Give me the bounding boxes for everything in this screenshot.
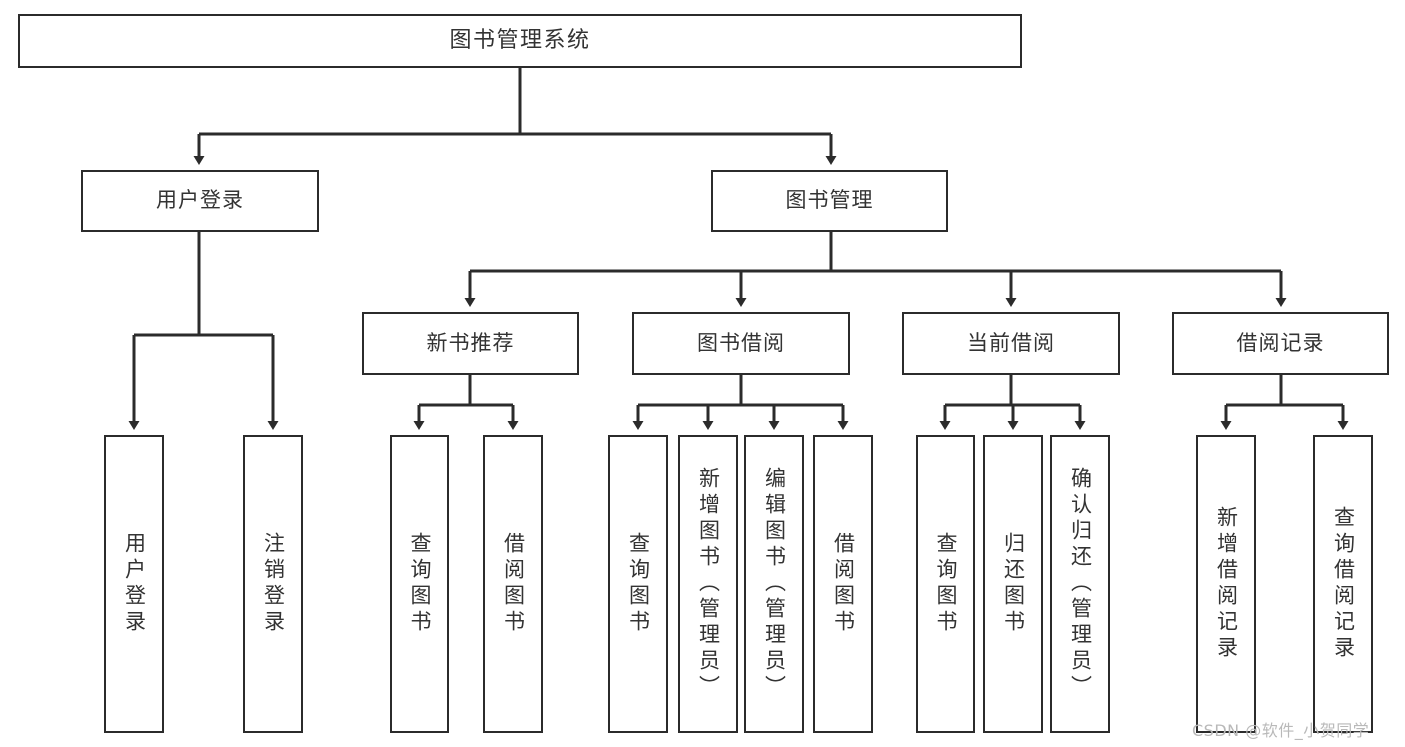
node-label: 注销登录 (261, 532, 286, 636)
leaf-query-book-borrow[interactable]: 查询图书 (608, 435, 668, 733)
leaf-query-book-current[interactable]: 查询图书 (916, 435, 975, 733)
leaf-logout[interactable]: 注销登录 (243, 435, 303, 733)
leaf-confirm-return-admin[interactable]: 确认归还（管理员） (1050, 435, 1110, 733)
node-borrow-record[interactable]: 借阅记录 (1172, 312, 1389, 375)
node-label: 借阅图书 (831, 532, 856, 636)
node-root[interactable]: 图书管理系统 (18, 14, 1022, 68)
leaf-return-book[interactable]: 归还图书 (983, 435, 1043, 733)
leaf-add-book-admin[interactable]: 新增图书（管理员） (678, 435, 738, 733)
leaf-user-login[interactable]: 用户登录 (104, 435, 164, 733)
node-label: 新书推荐 (426, 330, 515, 355)
node-label: 确认归还（管理员） (1068, 467, 1093, 701)
node-label: 查询图书 (934, 532, 958, 636)
node-user-login[interactable]: 用户登录 (81, 170, 319, 232)
node-label: 用户登录 (122, 532, 147, 636)
leaf-edit-book-admin[interactable]: 编辑图书（管理员） (744, 435, 804, 733)
node-label: 新增图书（管理员） (696, 467, 721, 701)
leaf-query-book-recommend[interactable]: 查询图书 (390, 435, 449, 733)
node-label: 查询借阅记录 (1331, 506, 1356, 662)
node-new-book-recommend[interactable]: 新书推荐 (362, 312, 579, 375)
node-label: 用户登录 (156, 188, 244, 213)
csdn-watermark: CSDN @软件_小贺同学 (1192, 721, 1370, 740)
node-label: 借阅记录 (1236, 330, 1325, 355)
node-label: 归还图书 (1001, 532, 1026, 636)
node-label: 图书管理 (785, 188, 874, 213)
node-current-borrow[interactable]: 当前借阅 (902, 312, 1120, 375)
leaf-borrow-book-recommend[interactable]: 借阅图书 (483, 435, 543, 733)
node-label: 新增借阅记录 (1214, 506, 1239, 662)
node-label: 图书借阅 (697, 330, 785, 355)
leaf-add-borrow-record[interactable]: 新增借阅记录 (1196, 435, 1256, 733)
node-label: 编辑图书（管理员） (762, 467, 787, 701)
node-label: 查询图书 (626, 532, 651, 636)
leaf-borrow-book[interactable]: 借阅图书 (813, 435, 873, 733)
node-book-borrow[interactable]: 图书借阅 (632, 312, 850, 375)
node-label: 查询图书 (408, 532, 432, 636)
node-book-management[interactable]: 图书管理 (711, 170, 948, 232)
node-label: 图书管理系统 (449, 27, 591, 53)
node-label: 借阅图书 (501, 532, 526, 636)
leaf-query-borrow-record[interactable]: 查询借阅记录 (1313, 435, 1373, 733)
node-label: 当前借阅 (967, 330, 1055, 355)
